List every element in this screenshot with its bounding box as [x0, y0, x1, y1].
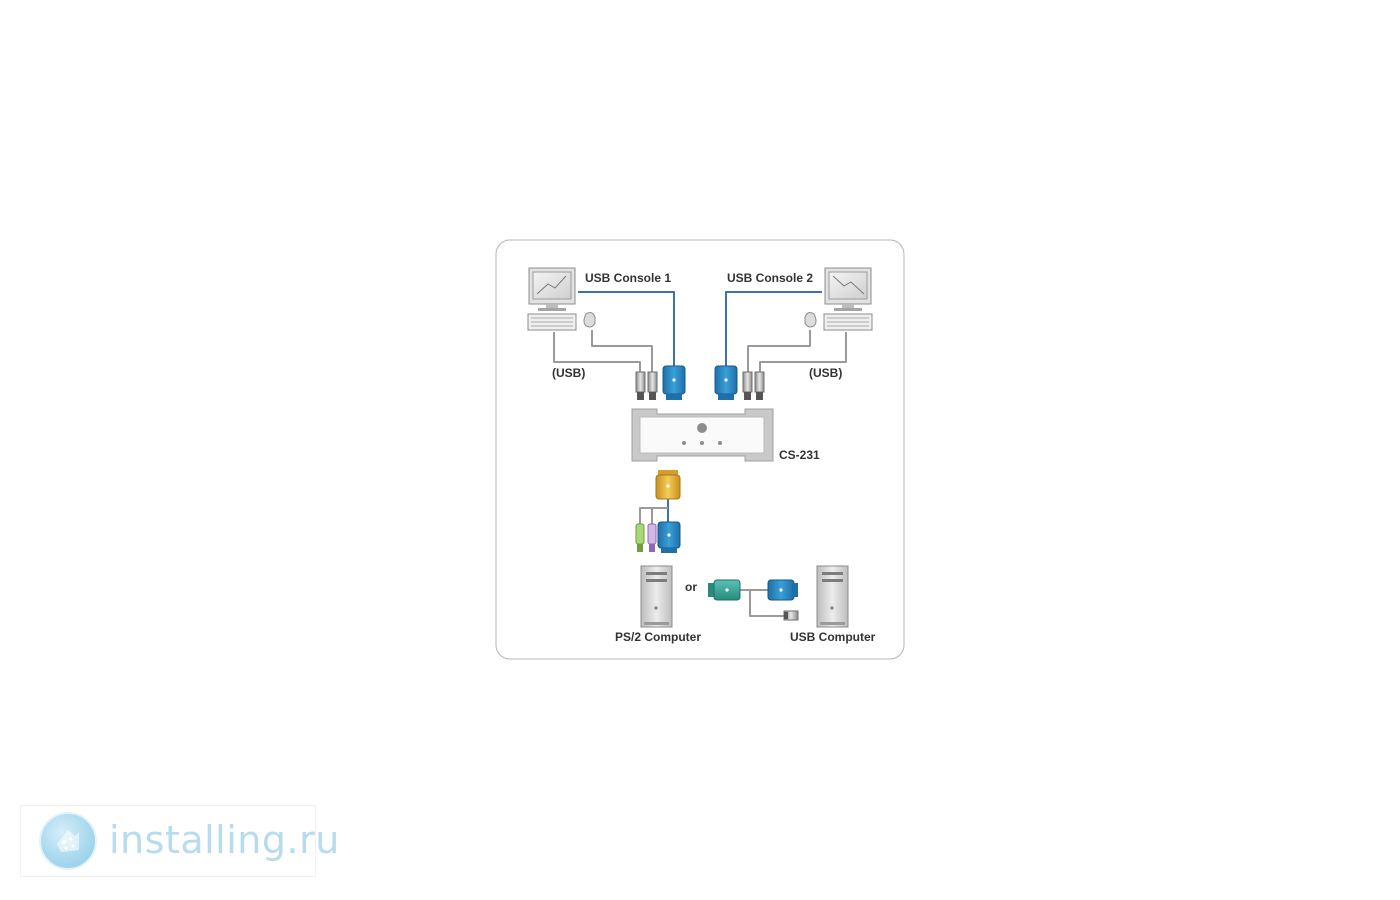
adapter-usb-cable	[749, 590, 790, 617]
vga-connector-icon	[662, 365, 686, 400]
console1	[527, 267, 596, 331]
monitor-icon	[528, 267, 576, 311]
logo-icon	[39, 812, 97, 870]
console2-connectors	[714, 365, 765, 400]
usb-plug-icon	[647, 371, 658, 400]
vga-connector-icon	[655, 470, 681, 500]
usb-left-label: (USB)	[552, 366, 585, 380]
led-indicator	[718, 441, 722, 445]
mouse-icon	[583, 312, 596, 328]
console1-keyboard-cable	[553, 332, 641, 372]
vga-connector-icon	[767, 579, 798, 601]
usb-plug-icon	[783, 610, 799, 621]
usb-plug-icon	[742, 371, 753, 400]
mouse-icon	[804, 312, 817, 328]
or-label: or	[685, 580, 697, 594]
console2-video-cable	[725, 291, 822, 368]
vga-connector-icon	[708, 579, 741, 601]
tower-computer-icon	[640, 565, 673, 628]
vga-connector-icon	[714, 365, 738, 400]
usb-adapter	[708, 579, 799, 621]
select-button	[697, 423, 707, 433]
keyboard-icon	[823, 313, 873, 331]
kvm-switch-device	[631, 408, 774, 462]
usb-plug-icon	[635, 371, 646, 400]
led-indicator	[682, 441, 686, 445]
console1-video-cable	[578, 291, 675, 368]
console2-label: USB Console 2	[727, 271, 813, 285]
usb-computer-label: USB Computer	[790, 630, 876, 644]
tower-computer-icon	[816, 565, 849, 628]
console2-keyboard-cable	[759, 332, 847, 372]
led-indicator	[700, 441, 704, 445]
monitor-icon	[824, 267, 872, 311]
ps2-plug-icon	[647, 523, 657, 552]
console1-connectors	[635, 365, 686, 400]
console2	[804, 267, 873, 331]
console2-mouse-cable	[747, 330, 811, 372]
watermark: installing.ru	[20, 805, 339, 877]
device-label: CS-231	[779, 448, 820, 462]
keyboard-icon	[527, 313, 577, 331]
cables	[553, 291, 847, 617]
watermark-text: installing.ru	[109, 818, 340, 862]
ps2-plug-icon	[635, 523, 645, 552]
vga-connector-icon	[657, 521, 681, 553]
ps2-computer-label: PS/2 Computer	[615, 630, 701, 644]
usb-plug-icon	[754, 371, 765, 400]
console1-label: USB Console 1	[585, 271, 671, 285]
usb-right-label: (USB)	[809, 366, 842, 380]
device-to-pc-ps2-cable-2	[639, 507, 668, 524]
console1-mouse-cable	[591, 330, 653, 372]
